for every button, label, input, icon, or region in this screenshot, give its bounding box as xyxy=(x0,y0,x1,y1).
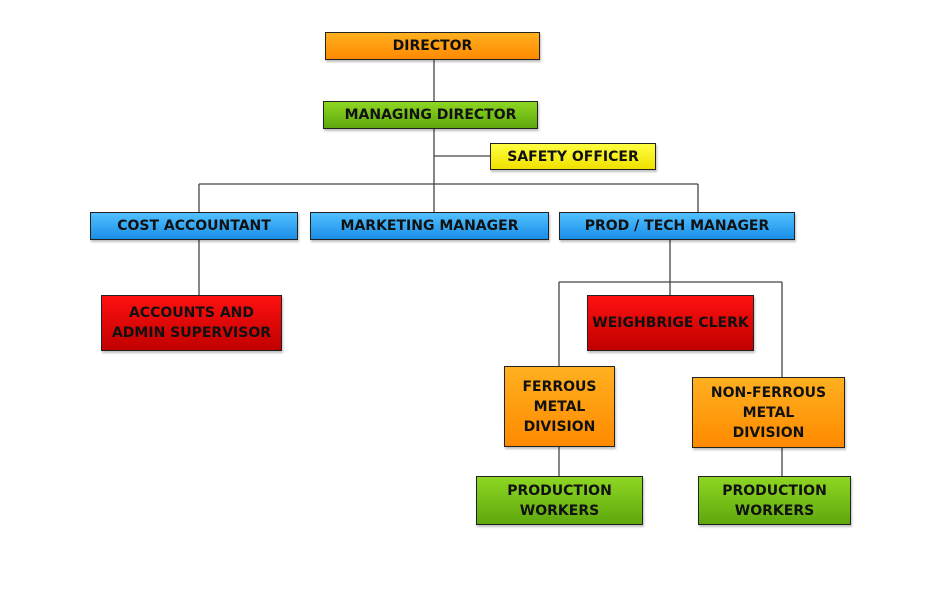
node-weighbrige-clerk: WEIGHBRIGE CLERK xyxy=(587,295,754,351)
node-production-workers-non-ferrous: PRODUCTION WORKERS xyxy=(698,476,851,525)
node-accounts-admin-supervisor: ACCOUNTS AND ADMIN SUPERVISOR xyxy=(101,295,282,351)
node-ferrous-metal-division: FERROUS METAL DIVISION xyxy=(504,366,615,447)
node-production-workers-ferrous: PRODUCTION WORKERS xyxy=(476,476,643,525)
node-managing-director: MANAGING DIRECTOR xyxy=(323,101,538,129)
node-cost-accountant: COST ACCOUNTANT xyxy=(90,212,298,240)
node-prod-tech-manager: PROD / TECH MANAGER xyxy=(559,212,795,240)
node-safety-officer: SAFETY OFFICER xyxy=(490,143,656,170)
node-non-ferrous-metal-division: NON-FERROUS METAL DIVISION xyxy=(692,377,845,448)
node-marketing-manager: MARKETING MANAGER xyxy=(310,212,549,240)
node-director: DIRECTOR xyxy=(325,32,540,60)
